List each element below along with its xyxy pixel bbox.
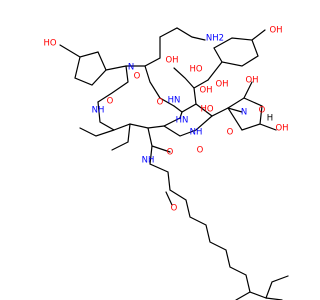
n-2-label: N [241,108,247,118]
oh-sidechain-top-label: OH [165,56,178,66]
h-right-label: H [267,114,273,124]
o-carbonyl-2-label: O [107,97,114,107]
hn-1-label: HN [168,96,181,106]
o-carbonyl-3-label: O [157,98,164,108]
molecule-structure-diagram: NH2 OH HO OH HO O N OH O NH OH HO O HN O… [43,26,289,300]
ho-4-label: HO [200,105,213,115]
n-1-label: N [128,63,134,73]
oh-phenol-label: OH [269,26,282,36]
oh-right2-label: OH [275,124,288,134]
nh-2-label: NH [190,128,203,138]
o-amide-label: O [227,128,234,138]
o-lower-label: O [171,204,178,214]
nh2-label: NH2 [206,34,224,44]
o-right-label: O [259,106,266,116]
oh-right-label: OH [245,76,258,86]
oh-3-label: OH [215,80,228,90]
o-ester-label: O [197,146,204,156]
nh-1-label: NH [92,106,105,116]
nh-lower-label: NH [142,156,155,166]
atom-labels: NH2 OH HO OH HO O N OH O NH OH HO O HN O… [43,26,288,214]
oh-2-label: OH [199,86,212,96]
ho-ring-label: HO [43,39,56,49]
hn-2-label: HN [176,116,189,126]
o-carbonyl-1-label: O [134,72,141,82]
ho-center-label: HO [189,65,202,75]
o-carbonyl-4-label: O [167,148,174,158]
bonds [59,27,289,300]
